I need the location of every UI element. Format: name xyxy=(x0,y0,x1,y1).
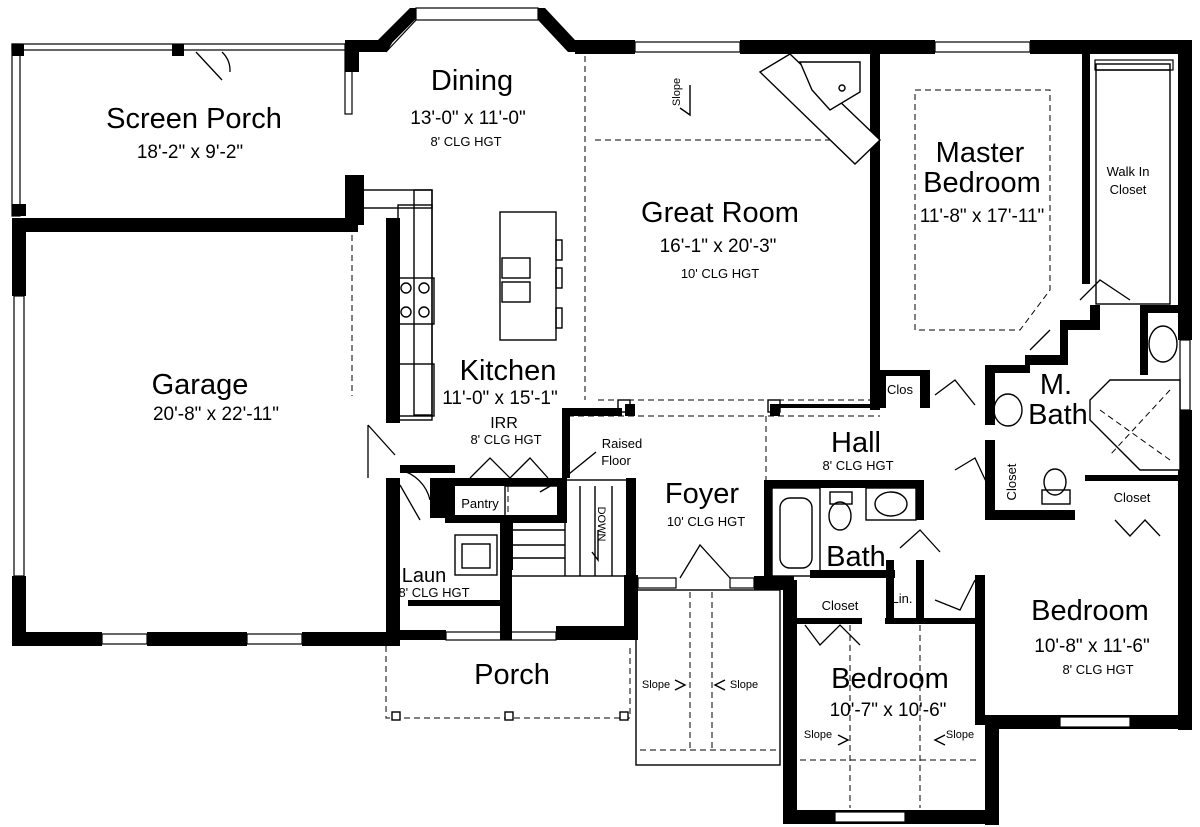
kitchen-dims: 11'-0" x 15'-1" xyxy=(442,388,557,409)
bedroom-center-name: Bedroom xyxy=(831,663,949,695)
great-room-ceiling: 10' CLG HGT xyxy=(681,266,759,281)
great-room-dims: 16'-1" x 20'-3" xyxy=(660,236,777,257)
m-bath-line2: Bath xyxy=(1028,399,1088,431)
slope-label-bedroom-left: Slope xyxy=(804,729,832,741)
slope-label-great-room: Slope xyxy=(671,78,683,106)
master-bedroom-name-line1: Master xyxy=(936,137,1025,169)
clos-name: Clos xyxy=(887,382,914,397)
foyer-name: Foyer xyxy=(665,478,739,510)
closet-bed-name: Closet xyxy=(822,598,859,613)
dining-ceiling: 8' CLG HGT xyxy=(430,134,501,149)
hall-name: Hall xyxy=(831,427,881,459)
fixtures xyxy=(351,53,1181,808)
irr-ceiling: 8' CLG HGT xyxy=(470,432,541,447)
screen-porch-dims: 18'-2" x 9'-2" xyxy=(137,142,243,163)
linen-name: Lin. xyxy=(892,591,913,606)
walk-in-closet-line1: Walk In xyxy=(1107,164,1150,179)
master-bedroom-dims: 11'-8" x 17'-11" xyxy=(920,206,1045,227)
great-room-name: Great Room xyxy=(641,197,799,229)
m-bath-line1: M. xyxy=(1040,369,1072,401)
slope-label-bedroom-right: Slope xyxy=(946,729,974,741)
bedroom-right-ceiling: 8' CLG HGT xyxy=(1062,662,1133,677)
closet-vertical-name: Closet xyxy=(1004,463,1019,500)
raised-floor-line1: Raised xyxy=(602,436,642,451)
raised-floor-line2: Floor xyxy=(601,453,631,468)
bedroom-center-dims: 10'-7" x 10'-6" xyxy=(830,700,947,721)
porch-name: Porch xyxy=(474,659,550,691)
garage-dims: 20'-8" x 22'-11" xyxy=(153,404,279,425)
dining-dims: 13'-0" x 11'-0" xyxy=(410,108,525,129)
slope-label-porch-right: Slope xyxy=(730,679,758,691)
pantry-name: Pantry xyxy=(461,496,499,511)
laun-ceiling: 8' CLG HGT xyxy=(398,585,469,600)
bath-name: Bath xyxy=(826,541,886,573)
slope-label-porch-left: Slope xyxy=(642,679,670,691)
room-labels: Screen Porch 18'-2" x 9'-2" Dining 13'-0… xyxy=(106,65,1151,741)
irr-name: IRR xyxy=(490,415,518,432)
bedroom-right-name: Bedroom xyxy=(1031,595,1149,627)
annotation-arrows xyxy=(591,85,946,746)
hall-ceiling: 8' CLG HGT xyxy=(822,458,893,473)
walk-in-closet-line2: Closet xyxy=(1110,182,1147,197)
screen-porch-name: Screen Porch xyxy=(106,103,282,135)
doors xyxy=(195,51,1161,646)
master-bedroom-name-line2: Bedroom xyxy=(923,167,1041,199)
foyer-ceiling: 10' CLG HGT xyxy=(667,514,745,529)
dining-name: Dining xyxy=(431,65,513,97)
bedroom-right-dims: 10'-8" x 11'-6" xyxy=(1034,636,1149,657)
down-label: DOWN xyxy=(595,507,607,542)
laun-name: Laun xyxy=(402,565,447,587)
closet-right-name: Closet xyxy=(1114,490,1151,505)
garage-name: Garage xyxy=(152,369,249,401)
kitchen-name: Kitchen xyxy=(460,355,557,387)
